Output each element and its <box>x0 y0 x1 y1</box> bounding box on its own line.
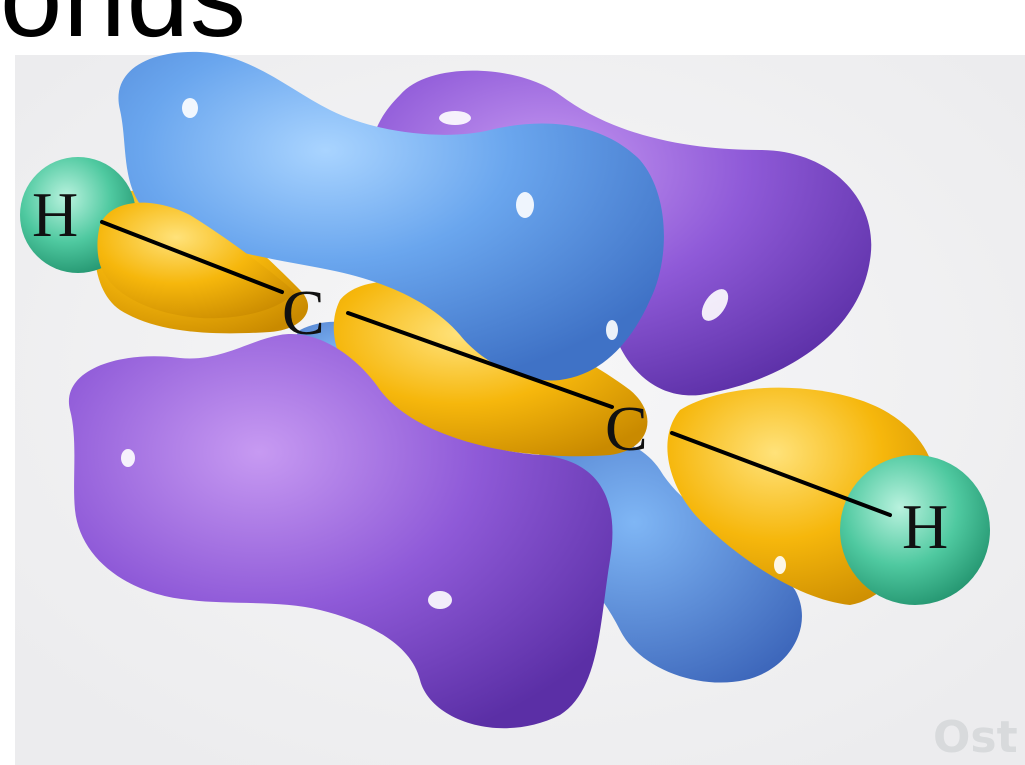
atom-label-c-right: C <box>605 393 648 464</box>
atom-label-h-right: H <box>902 491 948 562</box>
atom-label-c-left: C <box>282 277 325 348</box>
publisher-watermark: Ost <box>933 712 1025 763</box>
atom-label-h-left: H <box>32 179 78 250</box>
